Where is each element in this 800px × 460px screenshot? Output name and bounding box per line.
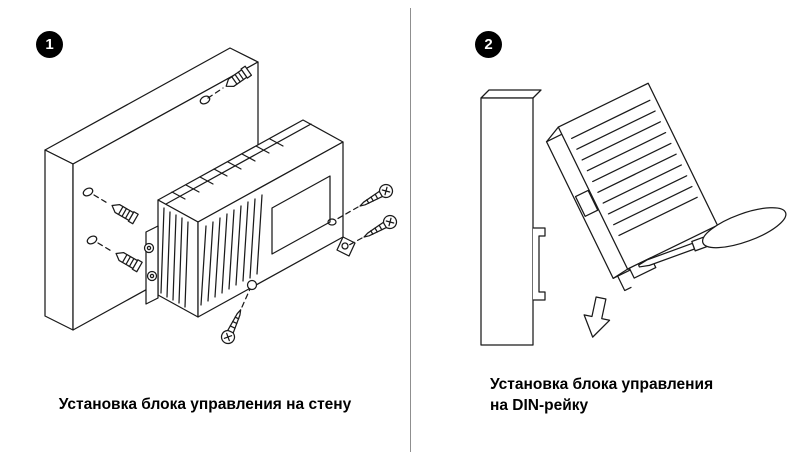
din-rail-shape (532, 227, 546, 301)
caption-din-rail-line1: Установка блока управления (490, 376, 714, 393)
screw-icon (356, 181, 396, 213)
control-unit (143, 119, 356, 318)
screw-guides (241, 206, 363, 308)
step-badge-2: 2 (475, 31, 502, 58)
screw-icon (360, 212, 400, 244)
mounting-panel-shape (480, 89, 542, 346)
caption-din-rail: Установка блока управления на DIN-рейку (490, 374, 780, 416)
step-number: 1 (45, 36, 54, 53)
dowel-guides (93, 87, 224, 253)
panel-divider (410, 8, 411, 452)
caption-din-rail-line2: на DIN-рейку (490, 397, 589, 414)
step-badge-1: 1 (36, 31, 63, 58)
caption-wall-mount: Установка блока управления на стену (58, 396, 352, 413)
unit-label-plate (271, 175, 331, 255)
panel-wall-mount: 1 (36, 31, 400, 413)
screw-icon (218, 306, 248, 347)
step-number: 2 (484, 36, 493, 53)
din-rail-illustration (480, 82, 787, 346)
din-unit (545, 82, 719, 292)
arrow-down-icon (583, 296, 611, 338)
screwdriver-icon (638, 207, 787, 268)
wall-mount-illustration (44, 47, 400, 347)
wall-holes (82, 95, 211, 245)
panel-din-rail: 2 (411, 0, 800, 460)
